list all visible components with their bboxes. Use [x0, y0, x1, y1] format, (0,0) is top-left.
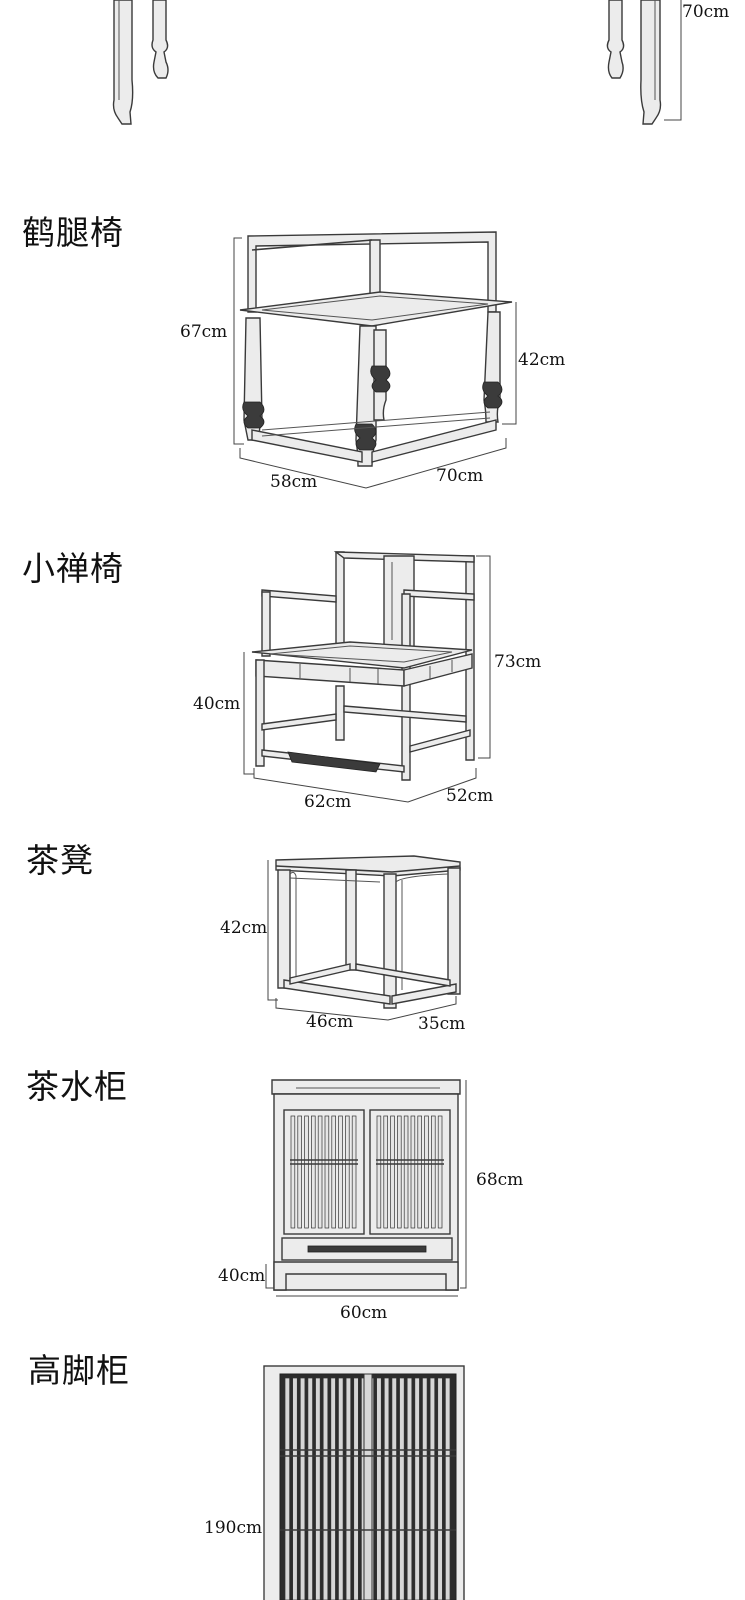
- tea-cabinet-width-label: 60cm: [340, 1303, 388, 1323]
- cabinet-slat: [317, 1115, 323, 1229]
- crane-leg-chair-width-label: 70cm: [436, 466, 484, 486]
- top-table-svg: [112, 0, 682, 125]
- tea-stool-height-label: 42cm: [220, 918, 268, 938]
- cabinet-slat: [284, 1377, 290, 1600]
- tea-stool-width-label: 46cm: [306, 1012, 354, 1032]
- tall-cabinet-height-label: 190cm: [204, 1518, 263, 1538]
- cabinet-slat: [311, 1115, 316, 1229]
- cabinet-slat: [406, 1377, 413, 1600]
- crane-leg-chair-svg: [233, 231, 517, 489]
- cabinet-slat: [376, 1377, 382, 1600]
- cabinet-slat: [338, 1377, 344, 1600]
- cabinet-slat: [390, 1115, 395, 1229]
- cabinet-slat: [414, 1377, 420, 1600]
- crane-leg-chair-title: 鹤腿椅: [22, 213, 124, 252]
- cabinet-slat: [345, 1115, 350, 1229]
- cabinet-slat: [383, 1377, 390, 1600]
- cabinet-slat: [297, 1115, 302, 1229]
- cabinet-slat: [391, 1377, 397, 1600]
- cabinet-slat: [399, 1377, 405, 1600]
- cabinet-slat: [397, 1115, 402, 1229]
- small-zen-chair-title: 小禅椅: [22, 549, 124, 588]
- cabinet-slat: [290, 1115, 296, 1229]
- crane-leg-chair-seat-height-label: 42cm: [518, 350, 566, 370]
- cabinet-slat: [307, 1377, 313, 1600]
- cabinet-slat: [322, 1377, 329, 1600]
- tall-cabinet-title: 高脚柜: [28, 1351, 130, 1390]
- tea-stool-depth-label: 35cm: [418, 1014, 466, 1034]
- tea-stool-svg: [267, 855, 461, 1021]
- small-zen-chair-height-label: 73cm: [494, 652, 542, 672]
- small-zen-chair-svg: [243, 551, 491, 803]
- cabinet-slat: [429, 1377, 436, 1600]
- cabinet-slat: [410, 1115, 416, 1229]
- cabinet-slat: [330, 1377, 336, 1600]
- cabinet-slat: [424, 1115, 429, 1229]
- tea-cabinet-depth-label: 40cm: [218, 1266, 266, 1286]
- cabinet-slat: [292, 1377, 298, 1600]
- cabinet-slat: [417, 1115, 422, 1229]
- cabinet-slat: [315, 1377, 321, 1600]
- cabinet-slat: [403, 1115, 409, 1229]
- cabinet-slat: [383, 1115, 388, 1229]
- crane-leg-chair-depth-label: 58cm: [270, 472, 318, 492]
- cabinet-slat: [445, 1377, 451, 1600]
- cabinet-slat: [338, 1115, 343, 1229]
- top-table-height-label: 70cm: [682, 2, 730, 22]
- cabinet-slat: [345, 1377, 352, 1600]
- cabinet-slat: [437, 1115, 443, 1229]
- cabinet-slat: [437, 1377, 443, 1600]
- cabinet-slat: [376, 1115, 382, 1229]
- cabinet-slat: [331, 1115, 336, 1229]
- small-zen-chair-width-label: 62cm: [304, 792, 352, 812]
- cabinet-slat: [422, 1377, 428, 1600]
- cabinet-slat: [299, 1377, 306, 1600]
- cabinet-slat: [304, 1115, 309, 1229]
- crane-leg-chair-height-label: 67cm: [180, 322, 228, 342]
- cabinet-slat: [351, 1115, 357, 1229]
- tea-stool-title: 茶凳: [26, 841, 94, 880]
- cabinet-slat: [353, 1377, 359, 1600]
- tea-cabinet-title: 茶水柜: [26, 1067, 128, 1106]
- small-zen-chair-seat-height-label: 40cm: [193, 694, 241, 714]
- tea-cabinet-svg: [265, 1079, 467, 1297]
- cabinet-slat: [431, 1115, 436, 1229]
- small-zen-chair-depth-label: 52cm: [446, 786, 494, 806]
- tea-cabinet-height-label: 68cm: [476, 1170, 524, 1190]
- cabinet-slat: [324, 1115, 330, 1229]
